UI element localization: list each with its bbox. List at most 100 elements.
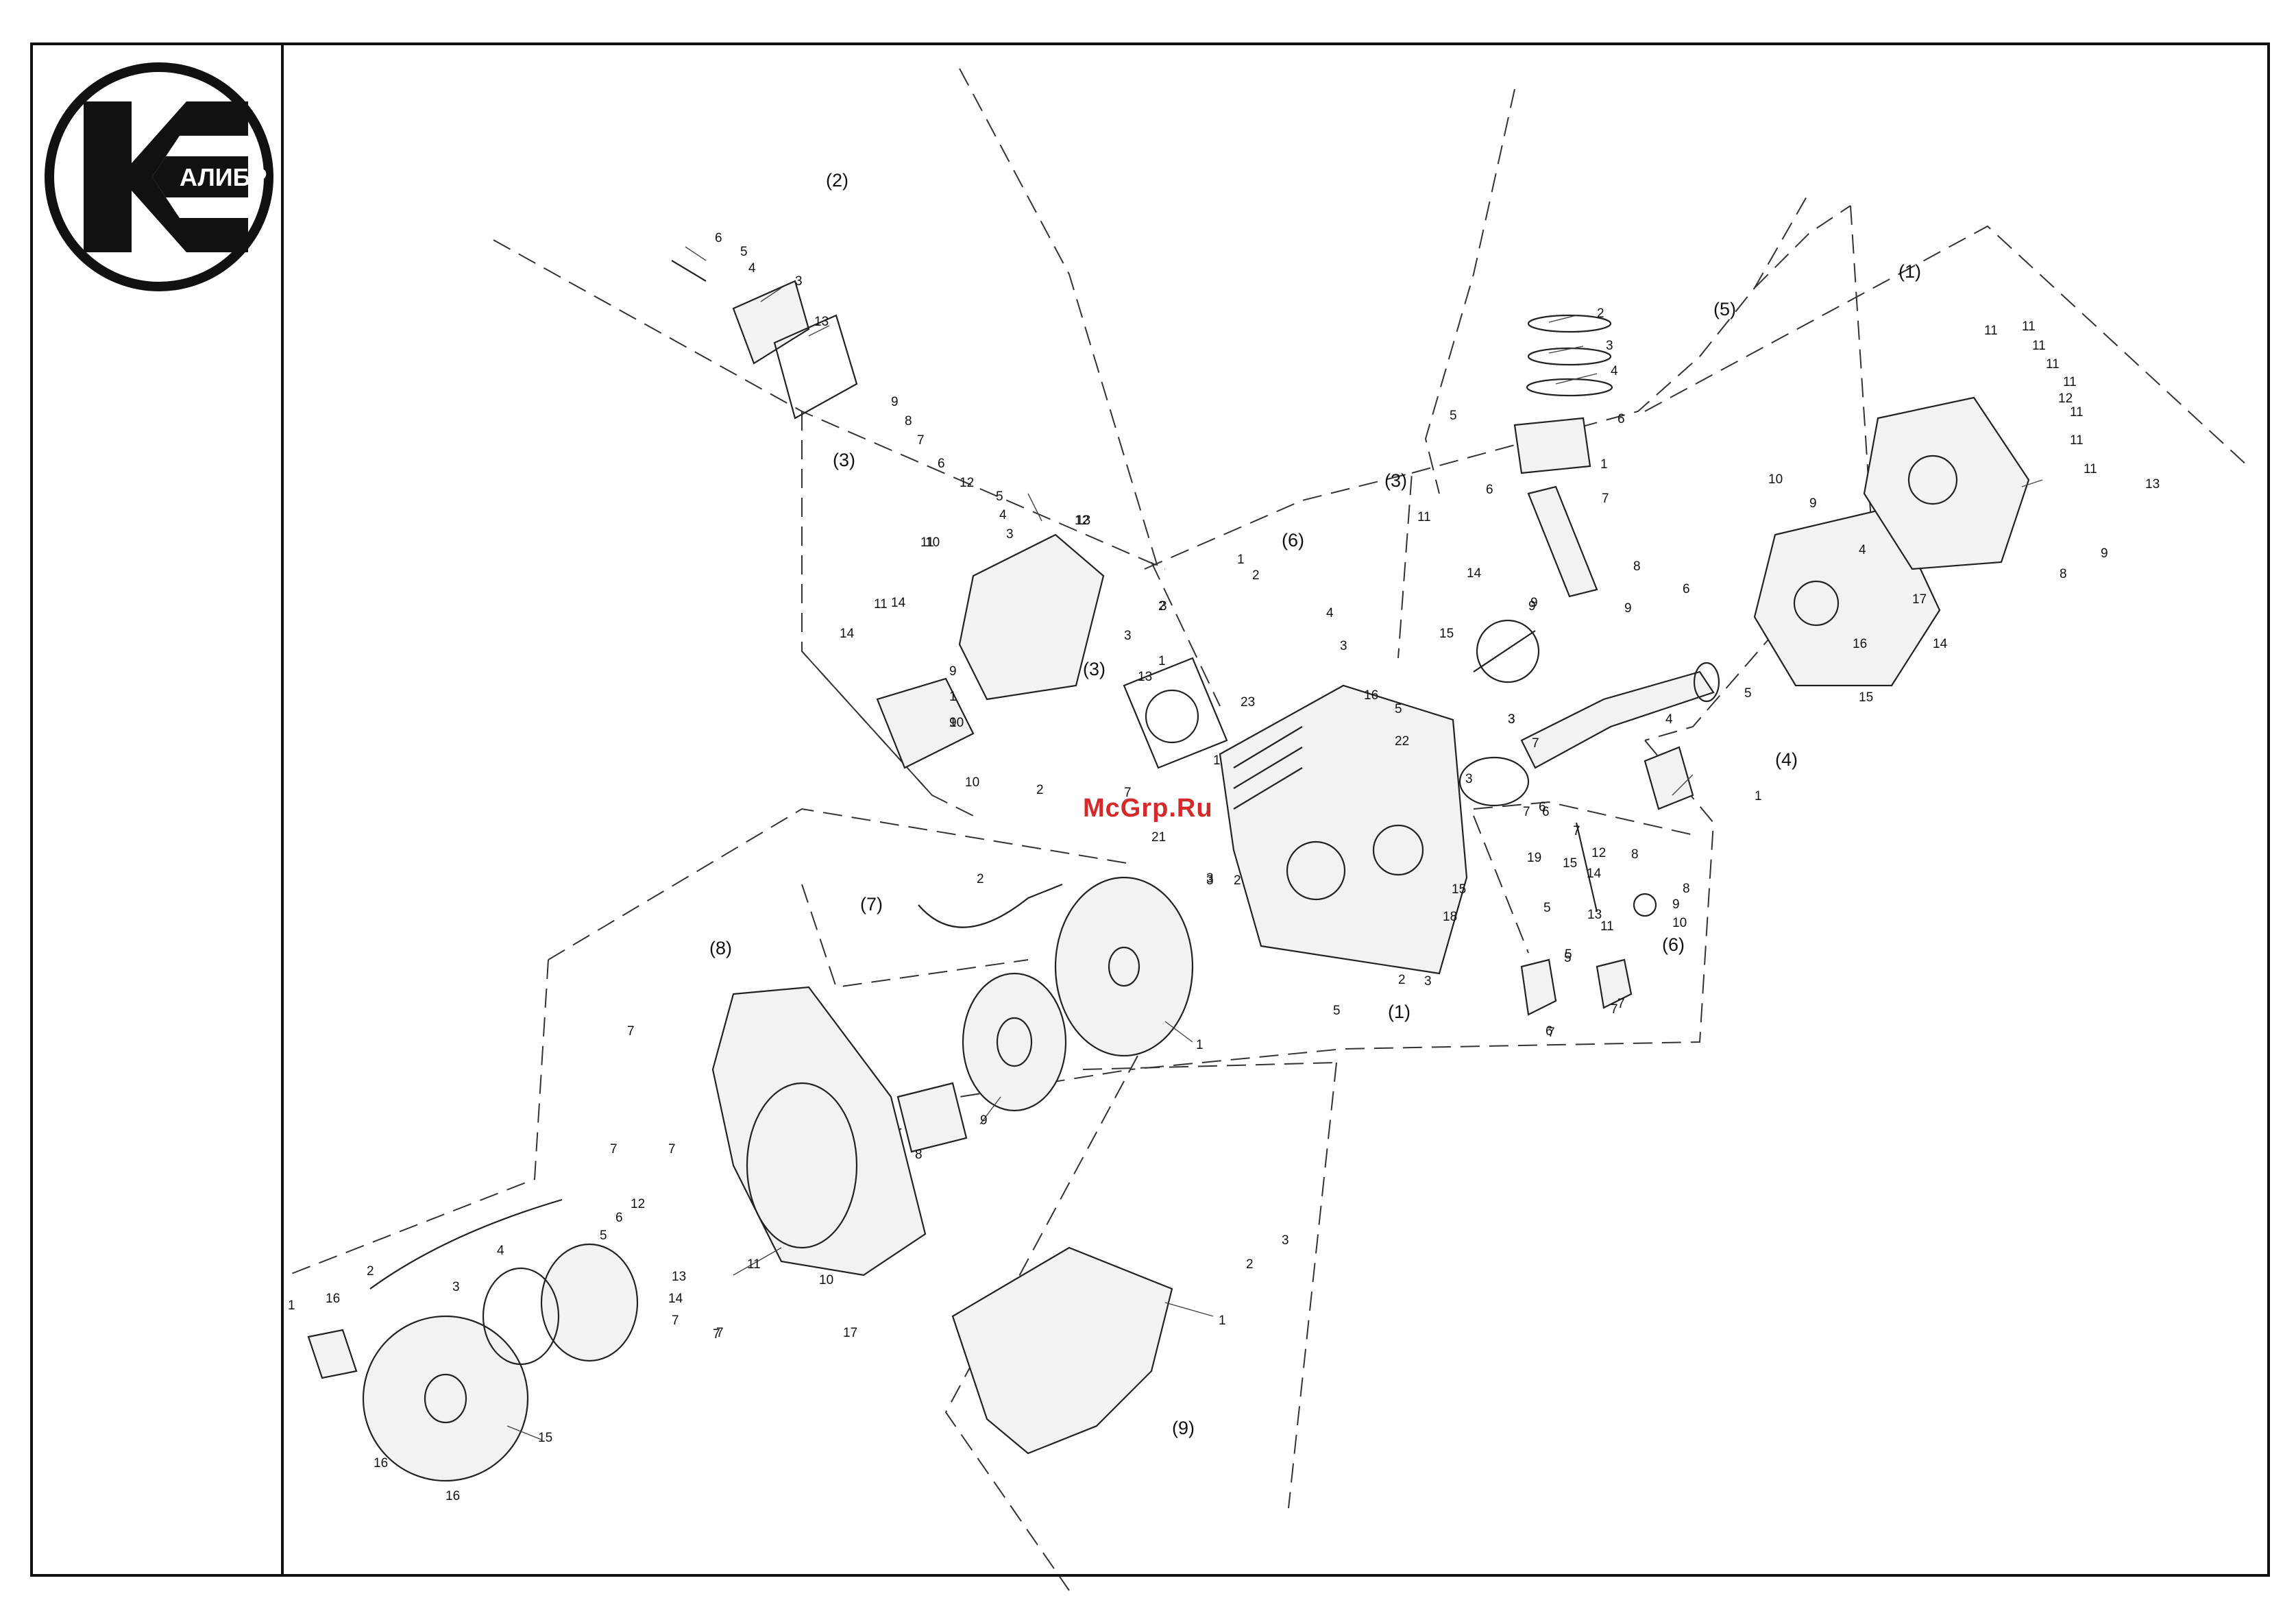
part-callout: 7 <box>1611 1002 1618 1017</box>
part-callout: 13 <box>2145 477 2160 492</box>
part-callout: 12 <box>1075 513 1089 528</box>
group-label: (3) <box>1384 470 1407 491</box>
part-callout: 9 <box>949 716 957 730</box>
recoil-starter <box>307 1198 639 1482</box>
part-callout: 7 <box>1602 492 1609 506</box>
piston-assembly <box>1513 314 1613 598</box>
part-callout: 6 <box>615 1211 623 1225</box>
part-callout: 12 <box>631 1197 645 1211</box>
part-callout: 10 <box>925 535 940 550</box>
part-callout: 4 <box>999 508 1007 522</box>
part-callout: 11 <box>1417 510 1431 524</box>
part-callout: 3 <box>1124 629 1132 643</box>
part-callout: 8 <box>905 414 912 428</box>
part-callout: 12 <box>1591 846 1606 860</box>
part-callout: 7 <box>1523 805 1530 819</box>
part-callout: 7 <box>1532 736 1539 751</box>
part-callout: 9 <box>949 664 957 679</box>
group-label: (6) <box>1282 530 1304 550</box>
part-callout: 11 <box>920 535 934 550</box>
valve-cover-assembly <box>671 260 858 420</box>
part-callout: 13 <box>1138 670 1152 684</box>
crankcase-block <box>1219 684 1468 975</box>
part-callout: 6 <box>1486 483 1493 497</box>
leader-lines <box>506 246 2043 1440</box>
part-callout: 15 <box>1439 627 1454 641</box>
part-callout: 11 <box>1984 324 1998 338</box>
part-callout: 5 <box>1450 409 1457 423</box>
part-callout: 23 <box>1241 695 1255 710</box>
part-callout: 4 <box>748 261 756 276</box>
part-callout: 4 <box>1326 606 1334 620</box>
part-callout: 7 <box>716 1326 724 1340</box>
part-callout: 8 <box>1633 559 1641 574</box>
part-callout: 4 <box>497 1244 504 1258</box>
group-label: (8) <box>709 938 732 958</box>
ignition-parts <box>1520 958 1633 1016</box>
part-callout: 1 <box>949 690 957 704</box>
part-callout: 6 <box>1542 805 1550 819</box>
part-callout: 8 <box>1683 882 1690 896</box>
part-callout: 11 <box>2046 357 2060 372</box>
muffler-shield <box>951 1246 1173 1455</box>
part-callout: 18 <box>1443 910 1457 924</box>
part-callout: 11 <box>2070 433 2084 448</box>
part-callout: 7 <box>668 1142 676 1157</box>
part-callout: 11 <box>874 597 888 612</box>
part-callout: 1 <box>288 1298 295 1313</box>
part-callout: 2 <box>367 1264 374 1279</box>
part-callout: 21 <box>1151 830 1166 845</box>
part-callout: 2 <box>1234 873 1241 888</box>
part-callout: 7 <box>627 1024 635 1039</box>
part-callout: 2 <box>1246 1257 1254 1272</box>
part-callout: 9 <box>1624 601 1632 616</box>
part-callout: 3 <box>1508 712 1515 727</box>
part-callout: 6 <box>1546 1024 1553 1039</box>
part-callout: 2 <box>1036 783 1044 797</box>
part-callout: 13 <box>672 1270 686 1284</box>
part-callout: 9 <box>980 1113 988 1128</box>
part-callout: 11 <box>2063 375 2077 389</box>
part-callout: 8 <box>915 1148 923 1162</box>
part-callout: 7 <box>1124 786 1132 800</box>
part-callout: 2 <box>1158 599 1166 614</box>
watermark: McGrp.Ru <box>1083 794 1213 823</box>
part-callout: 11 <box>2084 462 2097 476</box>
part-callout: 16 <box>1853 637 1867 651</box>
part-callout: 14 <box>1933 637 1948 651</box>
flywheel <box>918 876 1194 1057</box>
part-callout: 4 <box>1859 543 1866 557</box>
part-callout: 12 <box>960 476 974 490</box>
part-callout: 3 <box>1508 712 1515 727</box>
cooling-fan <box>962 972 1067 1112</box>
part-callout: 4 <box>1665 712 1673 727</box>
part-callout: 14 <box>891 596 906 610</box>
part-callout: 13 <box>1587 908 1602 922</box>
part-callout: 5 <box>600 1228 607 1243</box>
part-callout: 14 <box>668 1292 683 1306</box>
part-callout: 17 <box>1912 592 1927 607</box>
part-callout: 10 <box>819 1273 833 1287</box>
part-callout: 14 <box>1467 566 1482 581</box>
part-callout: 6 <box>1683 582 1690 596</box>
group-label: (9) <box>1172 1418 1195 1438</box>
part-callout: 16 <box>1364 688 1378 703</box>
camshaft <box>1473 619 1540 683</box>
part-callout: 16 <box>326 1292 340 1306</box>
group-label: (1) <box>1898 261 1921 282</box>
group-label: (5) <box>1713 299 1736 319</box>
part-callout: 5 <box>1333 1004 1341 1018</box>
part-callout: 7 <box>917 433 925 448</box>
part-callout: 7 <box>1548 1026 1555 1040</box>
part-callout: 8 <box>2060 567 2067 581</box>
part-callout: 5 <box>1564 951 1572 965</box>
part-callout: 10 <box>949 716 964 730</box>
part-callout: 2 <box>1398 973 1406 987</box>
part-callout: 11 <box>747 1257 761 1272</box>
part-callout: 3 <box>1424 974 1432 989</box>
part-callout: 5 <box>1543 901 1551 915</box>
group-label: (1) <box>1388 1002 1410 1022</box>
part-callout: 1 <box>1219 1314 1226 1328</box>
part-callout: 19 <box>1527 851 1541 865</box>
group-label: (4) <box>1775 749 1798 770</box>
